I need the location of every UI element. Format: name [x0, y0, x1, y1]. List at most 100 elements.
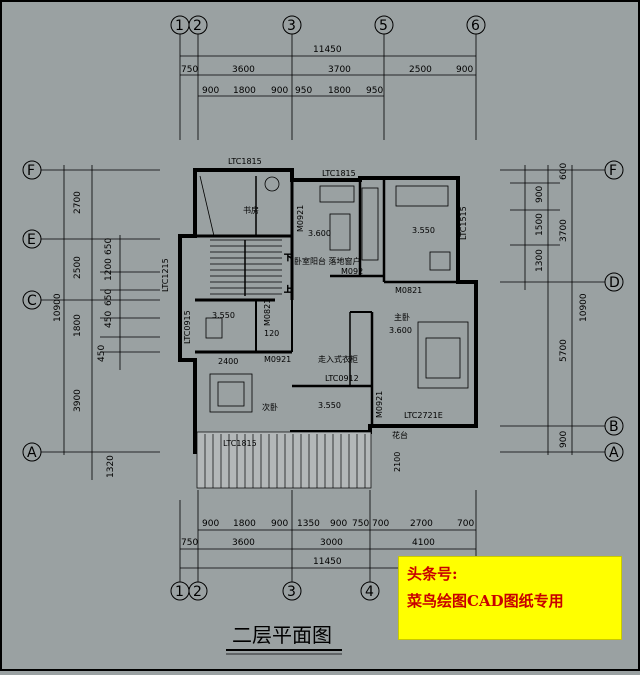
furniture	[205, 176, 469, 413]
dim-text: 1500	[535, 213, 545, 236]
level-text: 3.550	[412, 226, 435, 235]
dim-text: 950	[295, 86, 312, 96]
window-label: LTC0912	[325, 374, 359, 383]
dim-text: 10900	[53, 293, 63, 322]
window-label: LTC1815	[228, 157, 262, 166]
dim-text: 1200	[104, 258, 114, 281]
dim-text: 3700	[328, 65, 351, 75]
dim-text: 4100	[412, 538, 435, 548]
dim-text: 5700	[559, 339, 569, 362]
banner-line2: 菜鸟绘图CAD图纸专用	[407, 592, 564, 610]
dim-text: 1800	[233, 86, 256, 96]
study-label: 书房	[243, 205, 259, 215]
small-dim: 2100	[393, 452, 402, 472]
staircase: 下 上	[210, 239, 292, 296]
dim-text: 650	[104, 289, 114, 306]
building-walls	[178, 168, 478, 454]
dim-text: 900	[559, 431, 569, 448]
dim-text: 900	[202, 86, 219, 96]
bottom-dimensions: 900 1800 900 1350 900 750 700 2700 700 7…	[179, 490, 477, 582]
dim-text: 1320	[106, 455, 116, 478]
dim-text: 1800	[328, 86, 351, 96]
axis-label: 4	[365, 584, 374, 600]
dim-text: 10900	[579, 293, 589, 322]
dim-text: 700	[372, 519, 389, 529]
window-label: LTC0915	[183, 310, 192, 344]
watermark-banner: 头条号: 菜鸟绘图CAD图纸专用	[398, 556, 622, 640]
left-axis-bubbles: F E C A 2700 2500 1800 3900 1320 10900 6…	[22, 160, 160, 480]
window-label: LTC1515	[459, 206, 468, 240]
dim-text: 1300	[535, 249, 545, 272]
window-label: LTC1215	[161, 258, 170, 292]
dim-text: 900	[330, 519, 347, 529]
room-labels: 书房 主卧 次卧 走入式衣柜 花台 卧室阳台 落地窗户	[243, 205, 410, 440]
dim-text: 1800	[73, 314, 83, 337]
balcony-hatch	[196, 431, 372, 489]
dim-text: 900	[535, 186, 545, 203]
dim-text: 2700	[410, 519, 433, 529]
dim-text: 900	[271, 86, 288, 96]
axis-label: F	[609, 163, 617, 179]
dim-text: 2500	[73, 256, 83, 279]
window-label: LTC1815	[223, 439, 257, 448]
dim-text: 3700	[559, 219, 569, 242]
axis-label: 2	[193, 584, 202, 600]
level-text: 3.600	[389, 326, 412, 335]
dim-text: 1800	[233, 519, 256, 529]
dim-text: 700	[457, 519, 474, 529]
dim-text: 11450	[313, 557, 342, 567]
door-labels: M0921 M092 M0821 M0821 M0921 M0921	[263, 205, 422, 418]
axis-label: 3	[287, 584, 296, 600]
drawing-title: 二层平面图	[232, 623, 332, 647]
axis-label: 3	[287, 18, 296, 34]
dim-text: 450	[104, 311, 114, 328]
bottom-axis-bubbles: 1 2 3 4	[170, 581, 380, 601]
door-label: M0821	[395, 286, 422, 295]
axis-label: 1	[175, 18, 184, 34]
axis-label: E	[27, 232, 36, 248]
closet-label: 走入式衣柜	[318, 354, 358, 364]
door-label: M0921	[264, 355, 291, 364]
dim-text: 2500	[409, 65, 432, 75]
dim-text: 750	[352, 519, 369, 529]
small-dim: 2400	[218, 357, 238, 366]
top-dimensions: 11450 750 3600 3700 2500 900 900 1800 90…	[180, 45, 476, 97]
window-label: LTC2721E	[404, 411, 443, 420]
axis-label: 6	[471, 18, 480, 34]
level-text: 3.600	[308, 229, 331, 238]
axis-label: 5	[379, 18, 388, 34]
window-label: LTC1815	[322, 169, 356, 178]
master-bedroom-label: 主卧	[394, 312, 410, 322]
level-text: 3.550	[318, 401, 341, 410]
dim-text: 11450	[313, 45, 342, 55]
balcony-note: 卧室阳台 落地窗户	[294, 256, 361, 266]
dim-text: 750	[181, 65, 198, 75]
right-axis-bubbles: F D B A 900 1500 1300 3700 5700 900 1090…	[500, 160, 624, 462]
axis-label: C	[27, 293, 37, 309]
second-bedroom-label: 次卧	[262, 402, 278, 412]
top-axis-bubbles: 1 2 3 5 6	[170, 15, 486, 140]
dim-text: 2700	[73, 191, 83, 214]
dim-text: 3600	[232, 65, 255, 75]
axis-label: D	[609, 275, 620, 291]
dim-text: 900	[271, 519, 288, 529]
door-label: M092	[341, 267, 363, 276]
dim-text: 900	[456, 65, 473, 75]
flower-bed-label: 花台	[392, 430, 408, 440]
level-marks: 3.600 3.550 3.550 3.600 3.550 120 2400 2…	[212, 226, 435, 472]
dim-text: 650	[104, 238, 114, 255]
stair-down-label: 下	[284, 253, 292, 262]
door-label: M0821	[263, 299, 272, 326]
dim-text: 950	[366, 86, 383, 96]
level-text: 3.550	[212, 311, 235, 320]
window-labels: LTC1815 LTC1815 LTC1515 LTC1215 LTC0915 …	[161, 157, 468, 448]
dim-text: 750	[181, 538, 198, 548]
small-dim: 120	[264, 329, 279, 338]
dim-text: 900	[202, 519, 219, 529]
door-label: M0921	[296, 205, 305, 232]
dim-text: 600	[559, 163, 569, 180]
dim-text: 3900	[73, 389, 83, 412]
axis-label: 1	[175, 584, 184, 600]
